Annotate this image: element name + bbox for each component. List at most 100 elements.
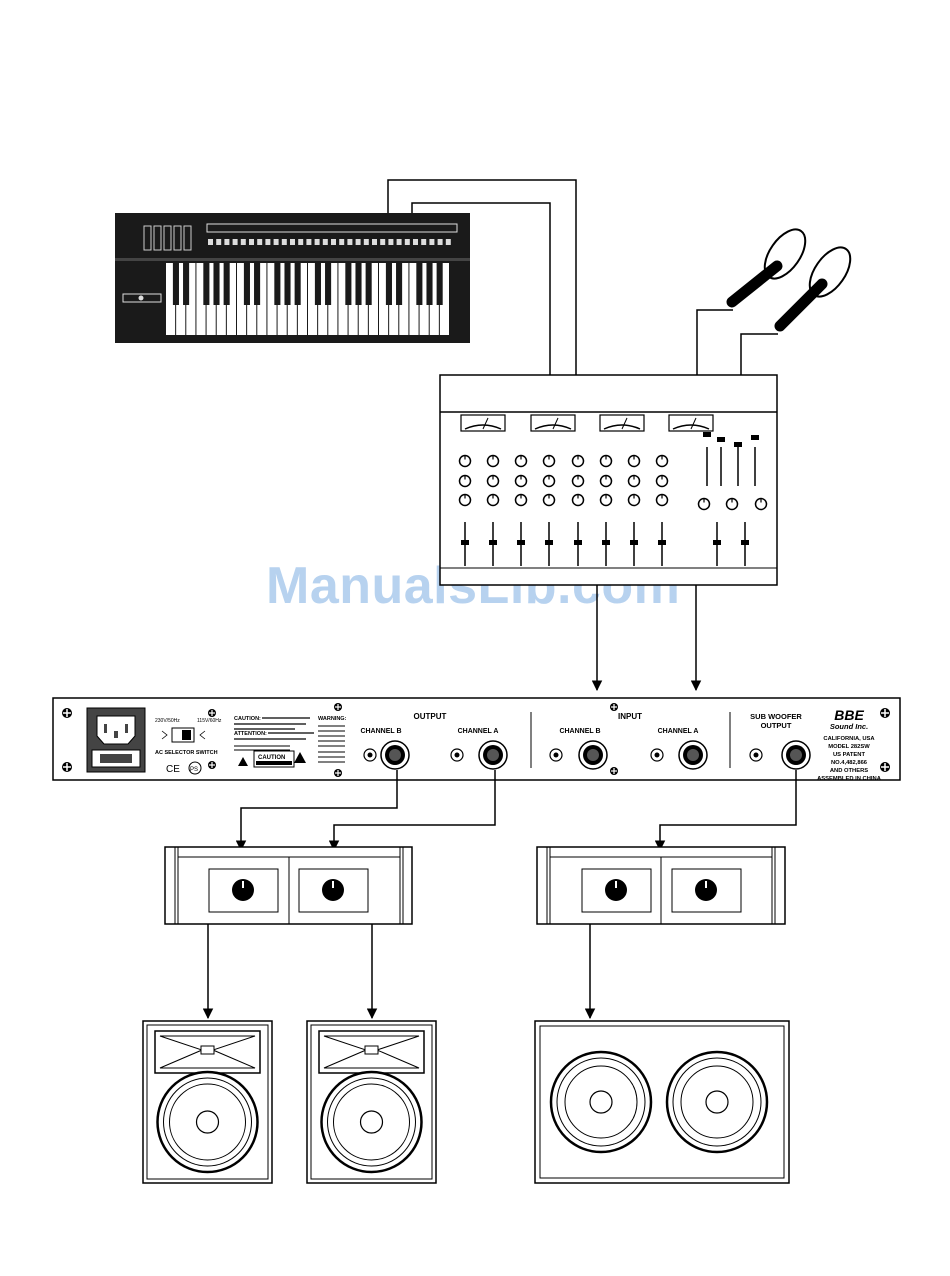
input-channel-a-label: CHANNEL A <box>658 728 699 735</box>
keyboard-button <box>339 239 344 245</box>
stereo-amplifier <box>165 847 412 924</box>
channel-fader <box>461 540 469 545</box>
channel-fader <box>489 540 497 545</box>
keyboard-button <box>405 239 410 245</box>
eq-slider <box>734 442 742 447</box>
microphone-1 <box>732 222 813 302</box>
keyboard-button <box>429 239 434 245</box>
input-b-rca-jack <box>550 749 562 761</box>
input-channel-b-label: CHANNEL B <box>559 728 600 735</box>
eq-slider <box>717 437 725 442</box>
black-key <box>203 263 209 305</box>
keyboard-button <box>224 239 229 245</box>
output-channel-a-jack <box>479 741 507 769</box>
svg-text:ATTENTION:: ATTENTION: <box>234 731 267 737</box>
output-channel-b-label: CHANNEL B <box>360 728 401 735</box>
black-key <box>437 263 443 305</box>
master-fader <box>741 540 749 545</box>
keyboard-button <box>257 239 262 245</box>
manufacturer-info-line: CALIFORNIA, USA <box>823 736 875 742</box>
black-key <box>315 263 321 305</box>
manufacturer-info-line: US PATENT <box>833 752 865 758</box>
manufacturer-info-line: NO.4,482,866 <box>831 760 868 766</box>
subwoofer-output-jack <box>782 741 810 769</box>
black-key <box>345 263 351 305</box>
keyboard-button <box>216 239 221 245</box>
sub-woofer-label: SUB WOOFER <box>750 712 802 721</box>
keyboard-button <box>249 239 254 245</box>
subwoofer-cabinet <box>535 1021 789 1183</box>
keyboard-button <box>208 239 213 245</box>
keyboard-button <box>265 239 270 245</box>
input-channel-b-jack <box>579 741 607 769</box>
black-key <box>173 263 179 305</box>
output-a-to-amp1-cable <box>334 770 495 850</box>
brand-name: Sound Inc. <box>830 722 868 731</box>
keyboard-button <box>380 239 385 245</box>
black-key <box>426 263 432 305</box>
keyboard-button <box>356 239 361 245</box>
keyboard-button <box>364 239 369 245</box>
keyboard-button <box>233 239 238 245</box>
eq-slider <box>703 432 711 437</box>
svg-text:230V/50Hz: 230V/50Hz <box>155 718 180 724</box>
subwoofer-rca-jack <box>750 749 762 761</box>
keyboard-button <box>438 239 443 245</box>
sub-woofer-output-label: OUTPUT <box>761 721 792 730</box>
keyboard-button <box>421 239 426 245</box>
output-b-to-amp1-cable <box>241 770 397 850</box>
processor-rear-panel: 230V/50Hz 115V/60Hz AC SELECTOR SWITCH C… <box>53 698 900 782</box>
black-key <box>366 263 372 305</box>
svg-text:115V/60Hz: 115V/60Hz <box>197 718 222 724</box>
channel-fader <box>545 540 553 545</box>
amp1-right-volume-knob <box>322 879 344 901</box>
eq-slider <box>751 435 759 440</box>
output-channel-b-jack <box>381 741 409 769</box>
svg-text:WARNING:: WARNING: <box>318 716 347 722</box>
input-channel-a-jack <box>679 741 707 769</box>
black-key <box>396 263 402 305</box>
input-a-rca-jack <box>651 749 663 761</box>
black-key <box>244 263 250 305</box>
channel-fader <box>602 540 610 545</box>
channel-fader <box>517 540 525 545</box>
amp1-left-volume-knob <box>232 879 254 901</box>
manufacturer-info-line: ASSEMBLED IN CHINA <box>817 776 882 782</box>
black-key <box>325 263 331 305</box>
black-key <box>183 263 189 305</box>
keyboard-synthesizer <box>115 213 470 343</box>
keyboard-button <box>315 239 320 245</box>
keyboard-button <box>413 239 418 245</box>
keyboard-button <box>388 239 393 245</box>
output-a-rca-jack <box>451 749 463 761</box>
black-key <box>284 263 290 305</box>
amp2-right-volume-knob <box>695 879 717 901</box>
channel-fader <box>574 540 582 545</box>
keyboard-button <box>298 239 303 245</box>
keyboard-button <box>372 239 377 245</box>
power-inlet <box>87 708 145 772</box>
keyboard-button <box>446 239 451 245</box>
output-channel-a-label: CHANNEL A <box>458 728 499 735</box>
output-b-rca-jack <box>364 749 376 761</box>
output-section-title: OUTPUT <box>414 712 447 721</box>
channel-fader <box>630 540 638 545</box>
keyboard-button <box>274 239 279 245</box>
black-key <box>355 263 361 305</box>
keyboard-button <box>323 239 328 245</box>
subwoofer-to-amp2-cable <box>660 770 796 850</box>
amp2-left-volume-knob <box>605 879 627 901</box>
microphone-to-mixer-cables <box>697 310 778 375</box>
mixing-console <box>440 375 777 585</box>
svg-text:PS: PS <box>190 767 198 773</box>
black-key <box>254 263 260 305</box>
input-section-title: INPUT <box>618 712 642 721</box>
black-key <box>295 263 301 305</box>
keyboard-button <box>331 239 336 245</box>
black-key <box>386 263 392 305</box>
ac-selector-label: AC SELECTOR SWITCH <box>155 750 218 756</box>
bbe-logo: BBE <box>834 707 864 723</box>
keyboard-button <box>282 239 287 245</box>
keyboard-button <box>241 239 246 245</box>
